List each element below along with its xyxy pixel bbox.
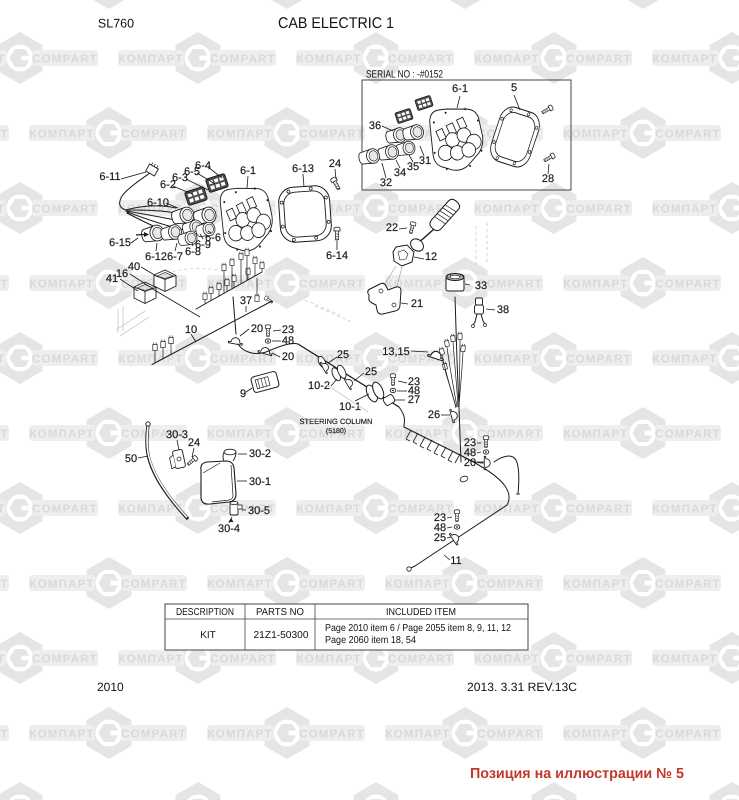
svg-text:6-14: 6-14 — [326, 250, 348, 262]
svg-text:50: 50 — [125, 453, 137, 465]
svg-text:9: 9 — [240, 388, 246, 400]
svg-text:34: 34 — [394, 167, 406, 179]
svg-text:6-9: 6-9 — [195, 239, 211, 251]
svg-text:Page 2010 item 6 / Page 2055 i: Page 2010 item 6 / Page 2055 item 8, 9, … — [325, 623, 511, 634]
svg-text:31: 31 — [419, 155, 431, 167]
svg-text:25: 25 — [337, 349, 349, 361]
svg-text:KIT: KIT — [200, 630, 216, 641]
svg-text:6-4: 6-4 — [195, 160, 211, 172]
svg-text:37: 37 — [240, 295, 252, 307]
svg-text:6-1: 6-1 — [240, 165, 256, 177]
svg-text:6-1: 6-1 — [452, 83, 468, 95]
svg-text:DESCRIPTION: DESCRIPTION — [176, 607, 234, 618]
svg-text:20: 20 — [251, 323, 263, 335]
svg-text:22: 22 — [386, 222, 398, 234]
svg-text:23: 23 — [408, 376, 420, 388]
svg-text:10-2: 10-2 — [308, 380, 330, 392]
svg-text:CAB ELECTRIC 1: CAB ELECTRIC 1 — [278, 15, 394, 32]
svg-text:30-1: 30-1 — [249, 476, 271, 488]
svg-text:21: 21 — [411, 298, 423, 310]
svg-text:6-15: 6-15 — [109, 237, 131, 249]
svg-text:23: 23 — [464, 437, 476, 449]
svg-text:23: 23 — [282, 324, 294, 336]
svg-text:24: 24 — [188, 437, 200, 449]
svg-text:6-2: 6-2 — [160, 179, 176, 191]
svg-text:16: 16 — [116, 268, 128, 280]
svg-text:SL760: SL760 — [98, 17, 134, 31]
svg-text:41: 41 — [106, 273, 118, 285]
svg-text:36: 36 — [369, 120, 381, 132]
svg-text:26: 26 — [428, 409, 440, 421]
svg-text:25: 25 — [434, 532, 446, 544]
svg-text:40: 40 — [128, 261, 140, 273]
svg-text:PARTS NO: PARTS NO — [256, 607, 304, 618]
svg-text:INCLUDED ITEM: INCLUDED ITEM — [386, 607, 456, 618]
svg-text:20: 20 — [282, 351, 294, 363]
svg-text:13,15: 13,15 — [382, 346, 410, 358]
svg-text:38: 38 — [497, 304, 509, 316]
svg-text:28: 28 — [542, 173, 554, 185]
svg-text:27: 27 — [408, 394, 420, 406]
svg-text:30-4: 30-4 — [218, 523, 240, 535]
svg-text:(5180): (5180) — [326, 427, 346, 435]
svg-text:11: 11 — [450, 555, 461, 567]
svg-text:STEERING COLUMN: STEERING COLUMN — [300, 417, 373, 426]
svg-text:48: 48 — [434, 522, 446, 534]
svg-text:30-3: 30-3 — [166, 429, 188, 441]
svg-text:48: 48 — [408, 385, 420, 397]
svg-text:30-5: 30-5 — [248, 505, 270, 517]
svg-text:6-11: 6-11 — [99, 171, 120, 183]
svg-text:10-1: 10-1 — [339, 401, 361, 413]
svg-text:25: 25 — [365, 366, 377, 378]
svg-text:33: 33 — [475, 280, 487, 292]
svg-text:48: 48 — [464, 447, 476, 459]
svg-text:2013. 3.31 REV.13C: 2013. 3.31 REV.13C — [467, 680, 577, 694]
svg-text:24: 24 — [329, 158, 341, 170]
svg-text:6-5: 6-5 — [184, 166, 200, 178]
svg-text:SERIAL NO : -#0152: SERIAL NO : -#0152 — [366, 69, 443, 81]
svg-text:23: 23 — [434, 512, 446, 524]
svg-text:6-8: 6-8 — [185, 246, 201, 258]
svg-text:2010: 2010 — [97, 680, 124, 694]
svg-text:6-3: 6-3 — [172, 172, 188, 184]
svg-text:10: 10 — [185, 324, 197, 336]
svg-text:6-7: 6-7 — [167, 251, 183, 263]
svg-text:6-13: 6-13 — [292, 163, 314, 175]
svg-text:Позиция на иллюстрации № 5: Позиция на иллюстрации № 5 — [470, 766, 684, 782]
svg-text:20: 20 — [464, 457, 476, 469]
svg-text:30-2: 30-2 — [249, 448, 271, 460]
svg-text:35: 35 — [407, 161, 419, 173]
svg-text:6-10: 6-10 — [147, 197, 169, 209]
svg-text:6-12: 6-12 — [145, 251, 167, 263]
svg-text:12: 12 — [425, 251, 437, 263]
svg-text:32: 32 — [380, 177, 392, 189]
svg-text:5: 5 — [511, 82, 517, 94]
svg-text:Page 2060 item 18, 54: Page 2060 item 18, 54 — [325, 635, 416, 646]
svg-text:21Z1-50300: 21Z1-50300 — [254, 630, 309, 641]
